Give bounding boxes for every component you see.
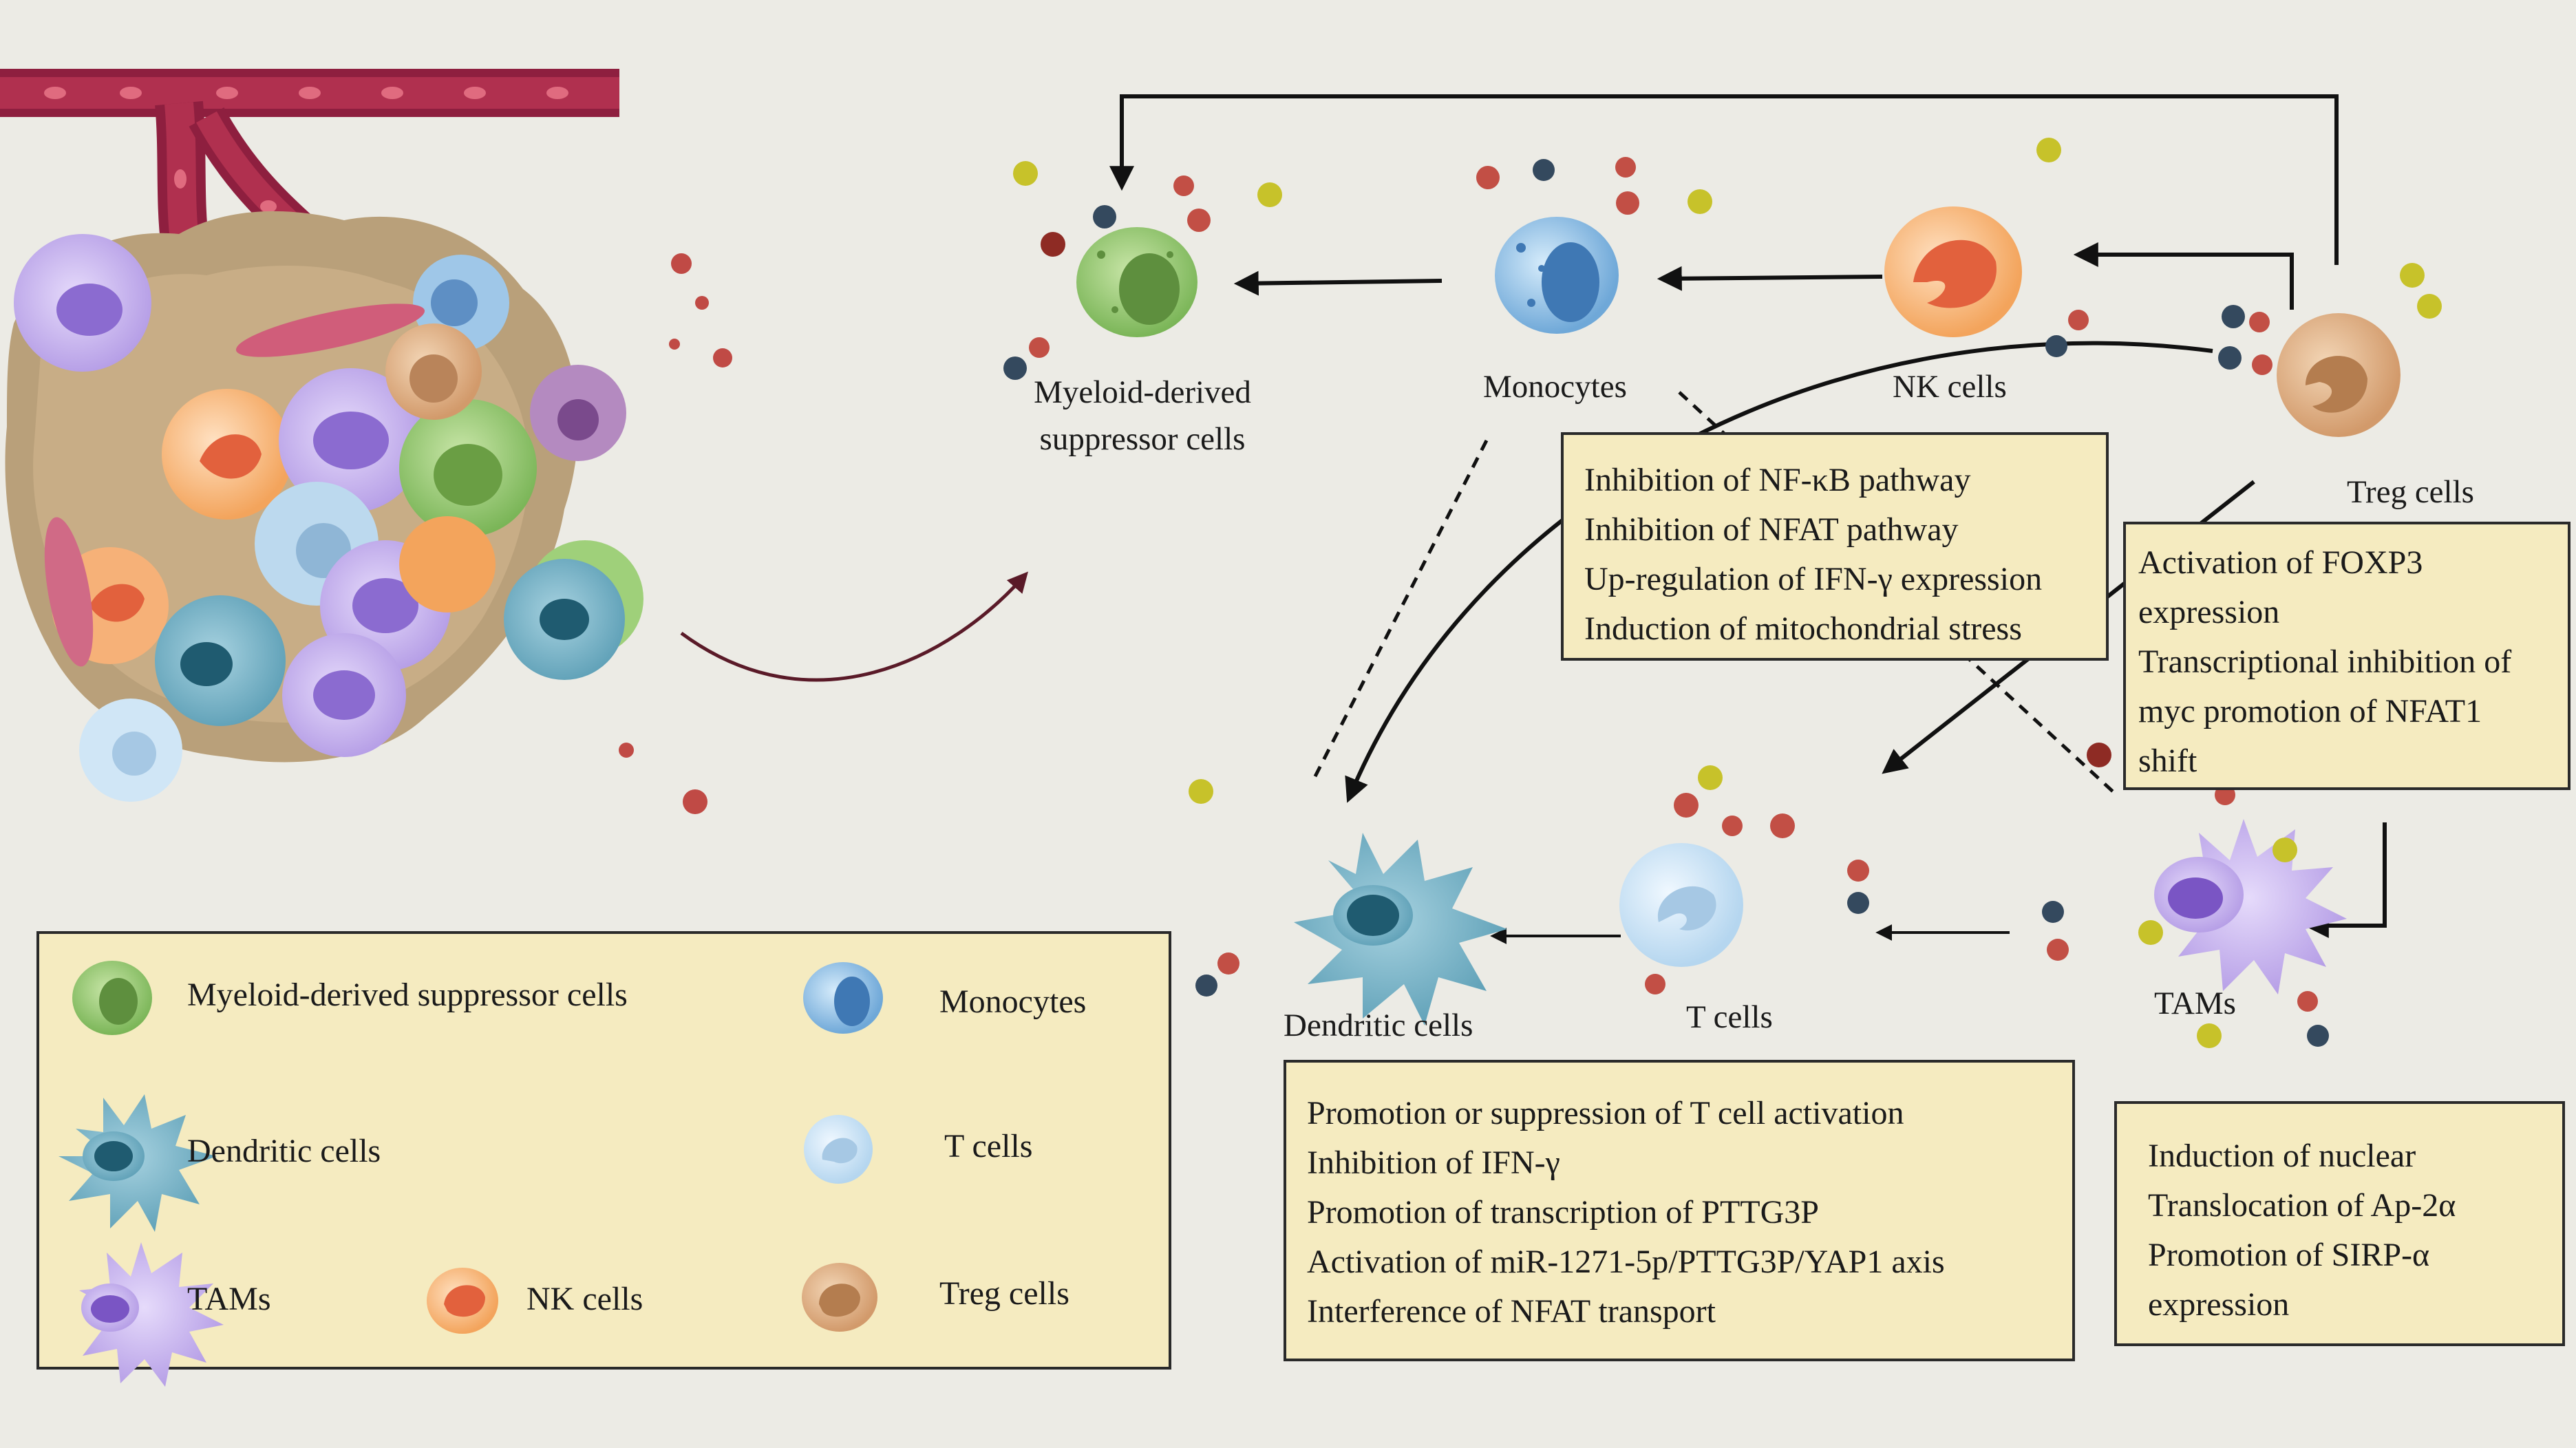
legend-label-nk: NK cells: [526, 1281, 643, 1317]
dendritic-cell: [1294, 833, 1507, 1025]
treg-box-line-2: expression: [2138, 594, 2280, 630]
legend-mdsc-icon: [72, 961, 152, 1035]
dendritic-box-line-1: Promotion or suppression of T cell activ…: [1307, 1095, 1904, 1131]
tams-box-line-1: Induction of nuclear: [2148, 1138, 2416, 1174]
dendritic-box-line-4: Activation of miR-1271-5p/PTTG3P/YAP1 ax…: [1307, 1244, 1945, 1280]
monocytes-box-line-1: Inhibition of NF-κB pathway: [1584, 462, 1971, 498]
treg-box-line-1: Activation of FOXP3: [2138, 544, 2423, 581]
legend-label-mdsc: Myeloid-derived suppressor cells: [187, 977, 628, 1013]
monocytes-mechanism-box: Inhibition of NF-κB pathway Inhibition o…: [1561, 432, 2109, 661]
monocytes-box-line-4: Induction of mitochondrial stress: [1584, 610, 2022, 647]
legend-label-monocytes: Monocytes: [939, 983, 1087, 1020]
monocytes-box-line-2: Inhibition of NFAT pathway: [1584, 511, 1959, 548]
nk-cell: [1884, 206, 2022, 337]
monocytes-box-line-3: Up-regulation of IFN-γ expression: [1584, 561, 2043, 597]
legend-label-dendritic: Dendritic cells: [187, 1133, 381, 1169]
dendritic-box-line-3: Promotion of transcription of PTTG3P: [1307, 1194, 1819, 1231]
treg-box-line-3: Transcriptional inhibition of: [2138, 643, 2512, 680]
legend-treg-icon: [802, 1263, 877, 1332]
legend-nk-icon: [427, 1268, 498, 1334]
label-monocytes: Monocytes: [1483, 369, 1627, 405]
cytokine-dots: [1003, 138, 2442, 1048]
tumor-microenvironment: [0, 69, 1028, 814]
monocyte-cell: [1495, 217, 1619, 334]
mdsc-cell: [1076, 227, 1197, 337]
tams-box-line-2: Translocation of Ap-2α: [2148, 1187, 2456, 1224]
label-treg-cells: Treg cells: [2347, 474, 2474, 510]
treg-box-line-4: myc promotion of NFAT1: [2138, 693, 2482, 730]
cell-cluster: [14, 234, 643, 802]
label-nk-cells: NK cells: [1893, 369, 2007, 405]
label-tams: TAMs: [2154, 986, 2236, 1021]
legend-label-tams: TAMs: [187, 1281, 271, 1317]
dendritic-box-line-5: Interference of NFAT transport: [1307, 1293, 1716, 1330]
label-t-cells: T cells: [1686, 999, 1773, 1035]
legend-label-treg: Treg cells: [939, 1275, 1069, 1312]
legend-tam-icon: [79, 1242, 224, 1387]
dendritic-box-line-2: Inhibition of IFN-γ: [1307, 1144, 1560, 1181]
treg-box-line-5: shift: [2138, 743, 2197, 779]
legend-tcell-icon: [804, 1115, 873, 1184]
treg-mechanism-box: Activation of FOXP3 expression Transcrip…: [2123, 522, 2570, 790]
legend-dendritic-icon: [58, 1094, 217, 1232]
dendritic-mechanism-box: Promotion or suppression of T cell activ…: [1284, 1060, 2075, 1361]
label-dendritic-cells: Dendritic cells: [1284, 1008, 1473, 1043]
t-cell: [1619, 843, 1743, 967]
tams-mechanism-box: Induction of nuclear Translocation of Ap…: [2114, 1101, 2565, 1346]
legend-label-tcells: T cells: [944, 1128, 1033, 1164]
tams-box-line-3: Promotion of SIRP-α: [2148, 1237, 2430, 1273]
legend-box: [36, 931, 1171, 1387]
tams-box-line-4: expression: [2148, 1286, 2290, 1323]
tam-cell: [2154, 819, 2347, 994]
legend-monocyte-icon: [803, 962, 883, 1034]
treg-cell: [2277, 313, 2401, 437]
